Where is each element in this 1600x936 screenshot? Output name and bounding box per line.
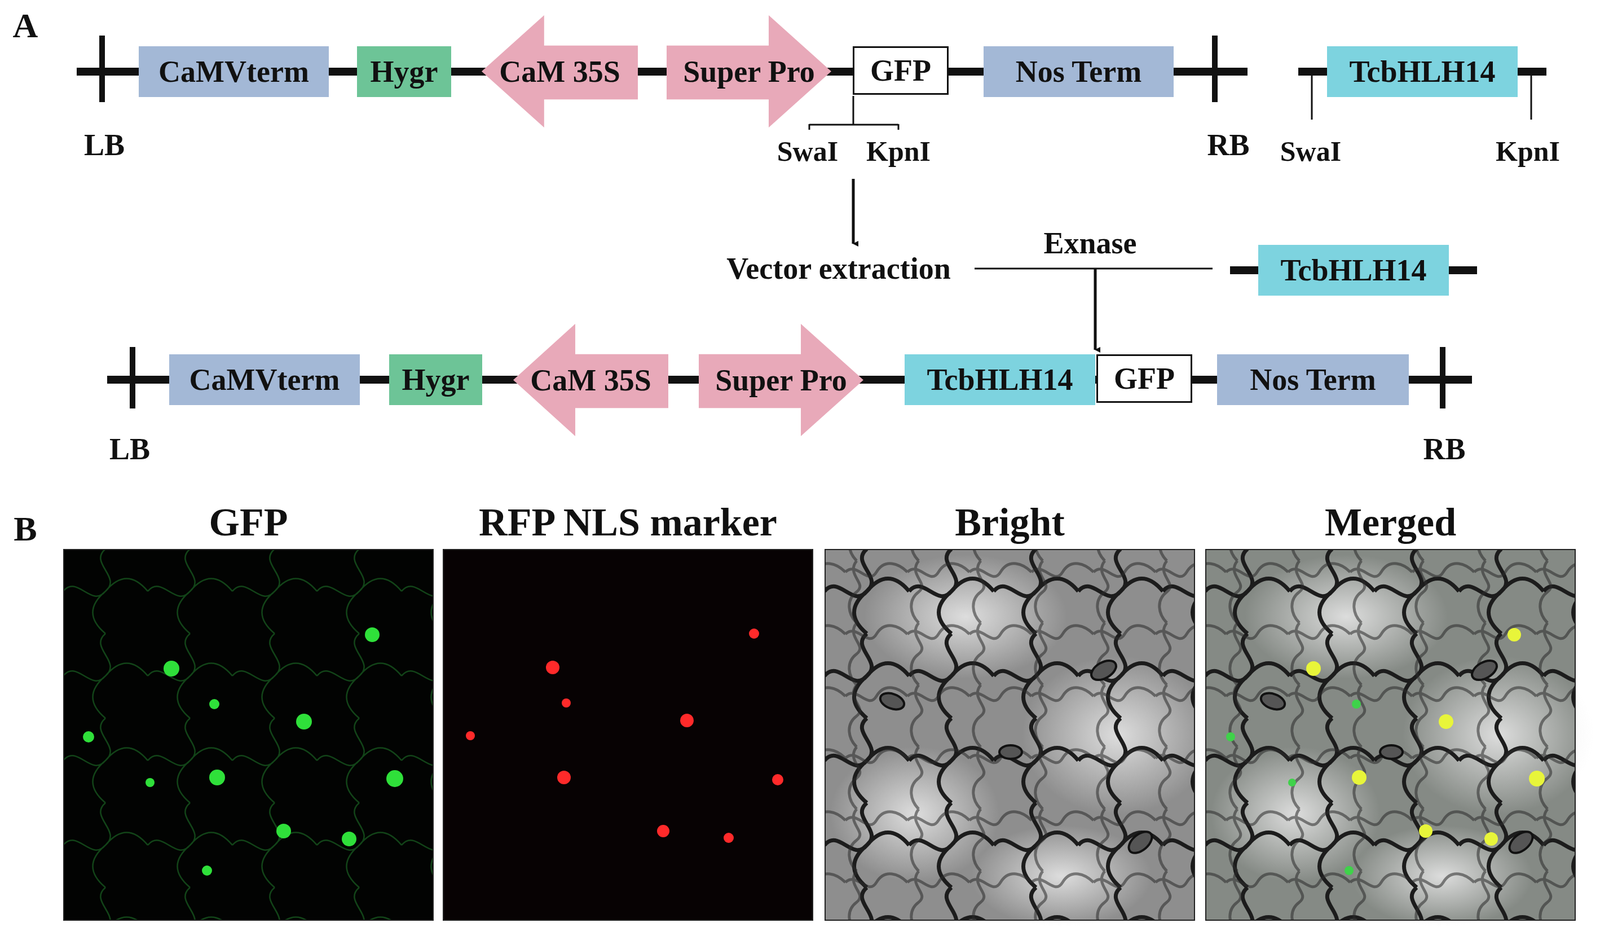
node-text: CaMVterm <box>158 56 310 87</box>
restriction-site: KpnI <box>1495 137 1560 166</box>
promoter-arrow: CaM 35S <box>513 323 669 436</box>
restriction-site: SwaI <box>777 137 839 166</box>
merged-micrograph <box>1205 548 1595 927</box>
node-text: GFP <box>1113 363 1175 394</box>
node-text: TcbHLH14 <box>926 364 1073 395</box>
panel-letter: B <box>13 510 37 546</box>
micrograph-panel: GFP <box>63 548 434 921</box>
node-text: CaM 35S <box>530 364 652 396</box>
panel-title: GFP <box>64 502 433 542</box>
terminator-box: Nos Term <box>1217 354 1409 405</box>
node-text: Hygr <box>402 364 470 395</box>
promoter-arrow: Super Pro <box>698 323 864 436</box>
gfp-micrograph <box>63 548 434 921</box>
gene-insert-box: TcbHLH14 <box>1327 46 1518 98</box>
promoter-arrow: Super Pro <box>666 15 832 128</box>
micrograph-panel: Bright <box>824 548 1196 921</box>
panel-title: Merged <box>1206 502 1575 542</box>
reporter-box: GFP <box>1096 354 1193 403</box>
step-label: Vector extraction <box>726 253 951 284</box>
micrograph-panel: Merged <box>1205 548 1576 921</box>
reporter-box: GFP <box>852 46 949 95</box>
border-label: RB <box>1422 433 1466 465</box>
restriction-site: SwaI <box>1280 137 1342 166</box>
node-text: TcbHLH14 <box>1280 254 1427 286</box>
gene-insert-box: TcbHLH14 <box>904 354 1096 405</box>
panel-letter: A <box>12 7 39 43</box>
terminator-box: Nos Term <box>983 46 1174 98</box>
border-label: LB <box>109 433 151 465</box>
node-text: Super Pro <box>715 364 848 396</box>
node-text: Nos Term <box>1249 364 1377 395</box>
marker-gene-box: Hygr <box>356 46 452 98</box>
arrow-shape <box>698 323 864 436</box>
terminator-box: CaMVterm <box>169 354 360 405</box>
gene-insert-box: TcbHLH14 <box>1258 244 1449 296</box>
enzyme-label: Exnase <box>1043 227 1137 259</box>
arrow-shape <box>666 15 832 128</box>
micrograph-panel: RFP NLS marker <box>442 548 814 921</box>
node-text: Nos Term <box>1015 56 1143 87</box>
restriction-site: KpnI <box>866 137 931 166</box>
rfp-micrograph <box>442 548 814 921</box>
terminator-box: CaMVterm <box>138 46 329 98</box>
arrow-shape <box>481 15 638 128</box>
border-label: RB <box>1206 129 1250 161</box>
node-text: Hygr <box>370 56 439 87</box>
bright-field-micrograph <box>824 548 1214 927</box>
promoter-arrow: CaM 35S <box>481 15 638 128</box>
node-text: CaMVterm <box>189 364 341 395</box>
node-text: TcbHLH14 <box>1349 56 1496 87</box>
node-text: Super Pro <box>682 56 815 87</box>
marker-gene-box: Hygr <box>389 354 483 405</box>
node-text: GFP <box>870 55 932 86</box>
border-label: LB <box>84 129 125 161</box>
node-text: CaM 35S <box>499 56 621 87</box>
panel-title: RFP NLS marker <box>443 502 813 542</box>
panel-title: Bright <box>825 502 1194 542</box>
arrow-shape <box>513 323 669 436</box>
